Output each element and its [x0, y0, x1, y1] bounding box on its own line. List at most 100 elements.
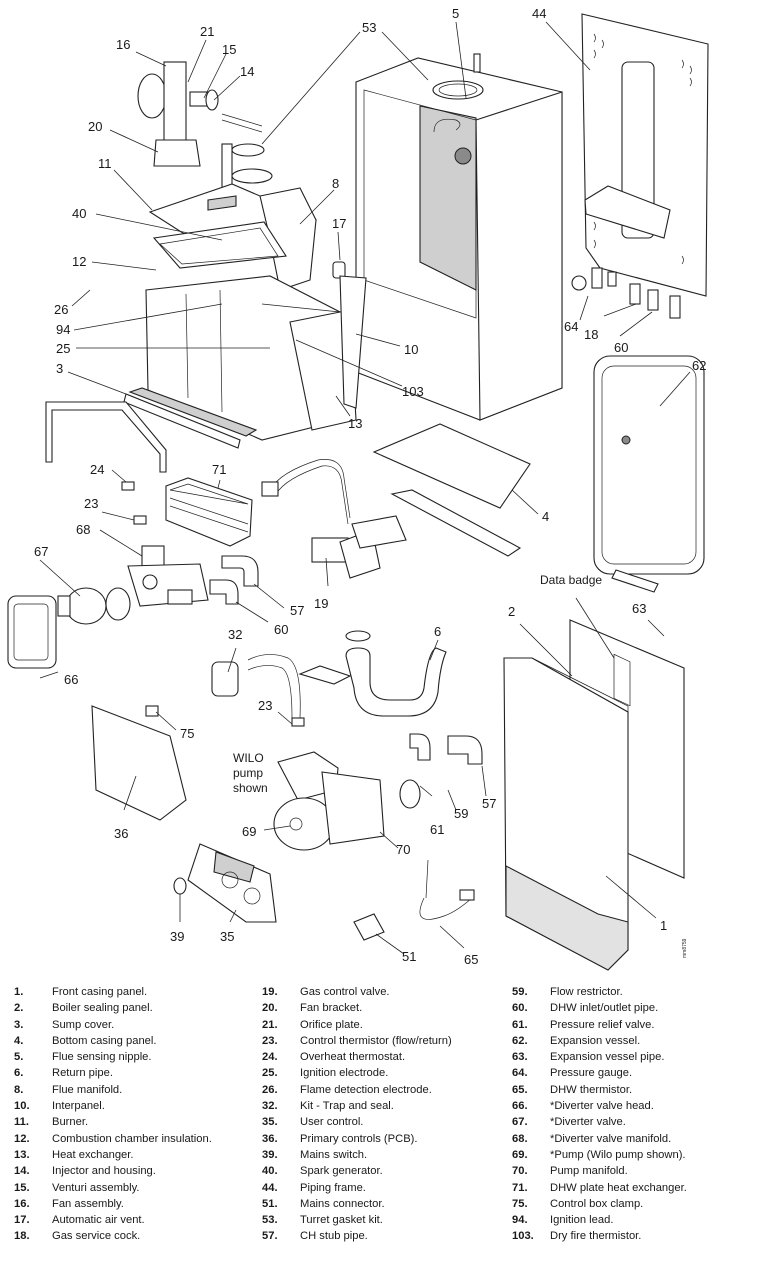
part-number: 71. [512, 1181, 528, 1194]
parts-list-item: 2.Boiler sealing panel. [14, 1000, 212, 1016]
parts-list-item: 18.Gas service cock. [14, 1228, 212, 1244]
part-number: 25. [262, 1067, 278, 1080]
exploded-parts-diagram: 16 21 15 14 20 53 5 44 11 8 40 17 12 26 … [7, 6, 709, 971]
dhw-pipe [209, 579, 239, 605]
part-description: User control. [300, 1116, 364, 1129]
callout-75: 75 [180, 726, 194, 741]
part-description: Pump manifold. [550, 1165, 628, 1178]
part-description: Pressure relief valve. [550, 1018, 655, 1031]
parts-list-item: 5.Flue sensing nipple. [14, 1049, 212, 1065]
callout-2: 2 [508, 604, 515, 619]
callout-35: 35 [220, 929, 234, 944]
callout-18: 18 [584, 327, 598, 342]
callout-57a: 57 [290, 603, 304, 618]
callout-69: 69 [242, 824, 256, 839]
leader-lines [39, 21, 691, 955]
parts-list-item: 66.*Diverter valve head. [512, 1098, 687, 1114]
parts-list-item: 103.Dry fire thermistor. [512, 1228, 687, 1244]
parts-list: 1.Front casing panel.2.Boiler sealing pa… [0, 984, 763, 1254]
callout-70: 70 [396, 842, 410, 857]
burner-flue-manifold [148, 183, 318, 291]
callout-1: 1 [660, 918, 667, 933]
part-description: Orifice plate. [300, 1018, 363, 1031]
part-description: Expansion vessel. [550, 1034, 641, 1047]
part-description: Mains switch. [300, 1148, 368, 1161]
callout-71: 71 [212, 462, 226, 477]
part-description: Venturi assembly. [52, 1181, 140, 1194]
user-control [187, 843, 277, 923]
part-description: Flame detection electrode. [300, 1083, 432, 1096]
part-number: 60. [512, 1002, 528, 1015]
part-number: 57. [262, 1230, 278, 1243]
piping-frame [571, 13, 709, 319]
plate-heat-exchanger [165, 477, 253, 547]
overheat-thermostat [121, 481, 135, 491]
callout-21: 21 [200, 24, 214, 39]
part-number: 59. [512, 986, 528, 998]
part-number: 62. [512, 1034, 528, 1047]
part-number: 4. [14, 1034, 24, 1047]
callout-57b: 57 [482, 796, 496, 811]
wilo-annotation-line1: WILO [233, 751, 264, 765]
parts-list-item: 25.Ignition electrode. [262, 1065, 452, 1081]
callout-16: 16 [116, 37, 130, 52]
part-description: Injector and housing. [52, 1165, 156, 1178]
part-description: Fan assembly. [52, 1197, 124, 1210]
callout-13: 13 [348, 416, 362, 431]
part-number: 16. [14, 1197, 30, 1210]
parts-list-item: 53.Turret gasket kit. [262, 1212, 452, 1228]
parts-list-item: 69.*Pump (Wilo pump shown). [512, 1147, 687, 1163]
part-description: Return pipe. [52, 1067, 113, 1080]
part-description: Control thermistor (flow/return) [300, 1034, 452, 1047]
part-description: *Pump (Wilo pump shown). [550, 1148, 686, 1161]
part-number: 12. [14, 1132, 30, 1145]
part-description: Flue sensing nipple. [52, 1051, 152, 1064]
callout-17: 17 [332, 216, 346, 231]
part-description: Turret gasket kit. [300, 1214, 383, 1227]
pump [273, 751, 385, 851]
callout-3: 3 [56, 361, 63, 376]
ch-stub-pipe [221, 555, 259, 587]
part-number: 40. [262, 1165, 278, 1178]
callout-8: 8 [332, 176, 339, 191]
callout-4: 4 [542, 509, 549, 524]
expansion-vessel [593, 355, 705, 593]
part-description: Combustion chamber insulation. [52, 1132, 212, 1145]
parts-list-item: 39.Mains switch. [262, 1147, 452, 1163]
part-description: Ignition lead. [550, 1214, 614, 1227]
parts-list-column-2: 19.Gas control valve.20.Fan bracket.21.O… [262, 984, 452, 1245]
control-thermistor [133, 515, 147, 525]
parts-list-item: 15.Venturi assembly. [14, 1180, 212, 1196]
parts-list-item: 24.Overheat thermostat. [262, 1049, 452, 1065]
callout-10: 10 [404, 342, 418, 357]
interpanel [339, 275, 367, 409]
part-description: Piping frame. [300, 1181, 366, 1194]
callout-labels: 16 21 15 14 20 53 5 44 11 8 40 17 12 26 … [34, 6, 706, 967]
callout-62: 62 [692, 358, 706, 373]
part-description: Control box clamp. [550, 1197, 644, 1210]
parts-list-item: 19.Gas control valve. [262, 984, 452, 1000]
part-number: 63. [512, 1051, 528, 1064]
callout-65: 65 [464, 952, 478, 967]
chassis-casing [355, 53, 563, 421]
part-number: 32. [262, 1100, 278, 1113]
callout-61: 61 [430, 822, 444, 837]
pipe-clip [298, 665, 352, 685]
part-number: 11. [14, 1116, 29, 1129]
callout-25: 25 [56, 341, 70, 356]
parts-list-item: 94.Ignition lead. [512, 1212, 687, 1228]
callout-11: 11 [98, 156, 112, 171]
parts-list-item: 16. Fan assembly. [14, 1196, 212, 1212]
part-description: Flow restrictor. [550, 986, 623, 998]
heat-exchanger [123, 275, 357, 449]
parts-list-item: 44.Piping frame. [262, 1180, 452, 1196]
part-number: 36. [262, 1132, 278, 1145]
parts-list-item: 12. Combustion chamber insulation. [14, 1131, 212, 1147]
part-description: Gas control valve. [300, 986, 390, 998]
flue-turret [231, 168, 273, 184]
part-description: Expansion vessel pipe. [550, 1051, 665, 1064]
callout-60b: 59 [454, 806, 468, 821]
part-number: 1. [14, 986, 24, 998]
part-description: Dry fire thermistor. [550, 1230, 642, 1243]
turret-gasket [231, 143, 265, 157]
